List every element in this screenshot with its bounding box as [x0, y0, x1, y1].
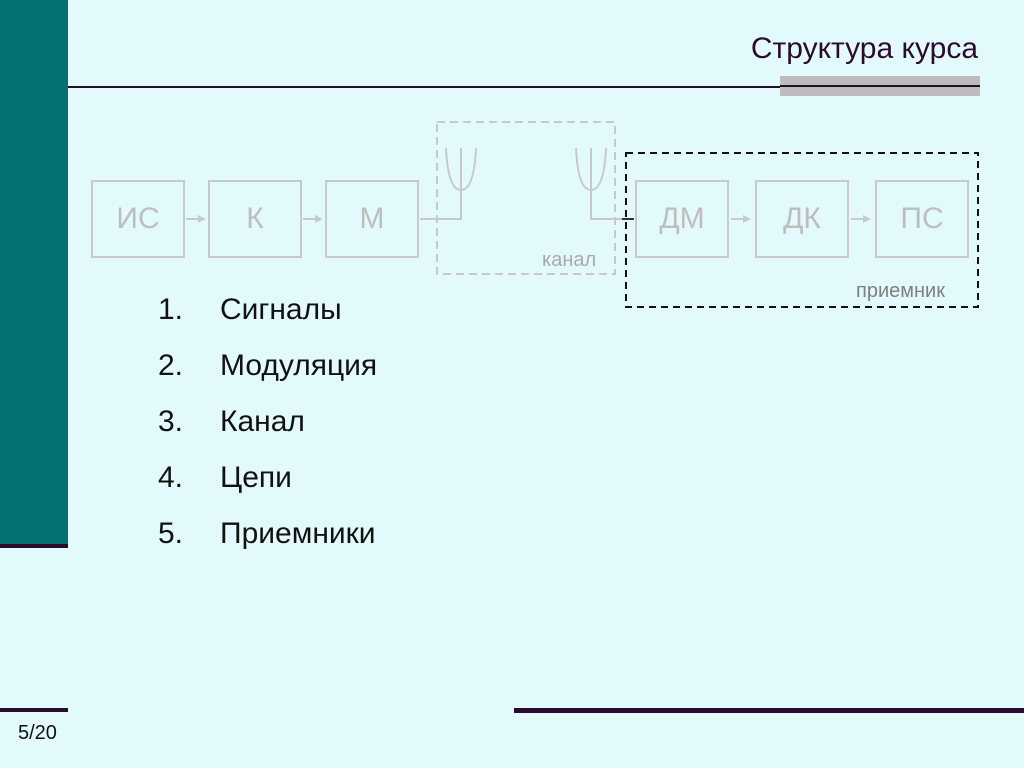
channel-label: канал [542, 249, 597, 271]
list-item-text: Модуляция [220, 349, 378, 382]
list-item-number: 2. [158, 349, 184, 382]
arrowhead-dm-dk [743, 215, 751, 223]
title-accent-line [780, 85, 980, 87]
receiver-label: приемник [856, 280, 945, 302]
block-k: К [208, 180, 302, 258]
list-item-number: 3. [158, 405, 184, 438]
block-ps: ПС [875, 180, 969, 258]
list-item: 2. Модуляция [158, 346, 377, 402]
list-item-number: 4. [158, 461, 184, 494]
block-is: ИС [91, 180, 185, 258]
list-item-text: Сигналы [220, 293, 342, 326]
slide-title: Структура курса [750, 32, 978, 65]
footer-right-rule [514, 708, 1024, 713]
arrowhead-is-k [198, 215, 206, 223]
arrowhead-k-m [315, 215, 323, 223]
list-item: 3. Канал [158, 402, 377, 458]
list-item-number: 1. [158, 293, 184, 326]
list-item: 4. Цепи [158, 458, 377, 514]
tx-antenna-icon [445, 147, 477, 192]
list-item-text: Канал [220, 405, 305, 438]
list-item-text: Цепи [220, 461, 292, 494]
block-dm: ДМ [635, 180, 729, 258]
list-item-text: Приемники [220, 517, 376, 550]
block-m: М [325, 180, 419, 258]
footer-left-rule [0, 708, 68, 712]
rx-antenna-feed [590, 148, 632, 220]
title-rule [68, 86, 978, 88]
list-item: 5. Приемники [158, 514, 377, 570]
block-dk: ДК [755, 180, 849, 258]
list-item-number: 5. [158, 517, 184, 550]
channel-box [436, 121, 616, 275]
course-topics-list: 1. Сигналы 2. Модуляция 3. Канал 4. Цепи 5. П… [158, 290, 377, 570]
left-sidebar-band [0, 0, 68, 548]
sidebar-divider [0, 544, 68, 548]
arrowhead-dk-ps [863, 215, 871, 223]
tx-antenna-feed [420, 148, 462, 220]
list-item: 1. Сигналы [158, 290, 377, 346]
page-number: 5/20 [18, 722, 57, 744]
